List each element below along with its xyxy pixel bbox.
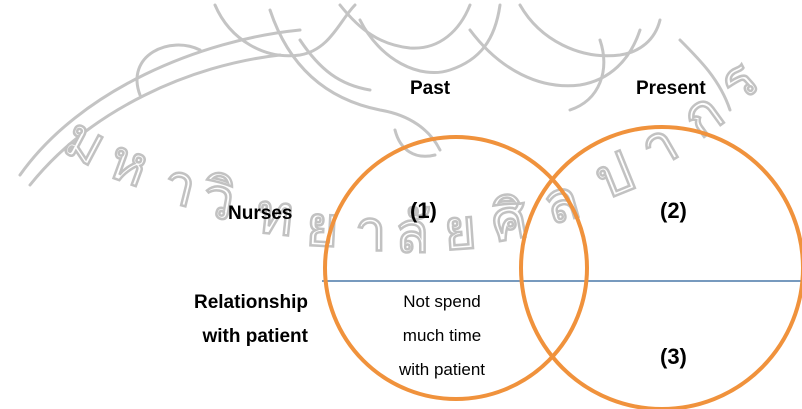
row-label-relationship-line2: with patient: [202, 326, 308, 347]
region-marker-3: (3): [660, 344, 687, 369]
svg-text:า: า: [630, 110, 690, 182]
svg-text:า: า: [157, 151, 203, 222]
svg-text:ป: ป: [586, 139, 643, 213]
region-marker-1: (1): [410, 198, 437, 223]
past-relationship-line3: with patient: [399, 360, 485, 379]
svg-text:ย: ย: [441, 197, 478, 264]
university-seal-watermark: [18, 3, 732, 187]
past-circle: [323, 135, 589, 401]
region-marker-2: (2): [660, 198, 687, 223]
row-label-relationship-line1: Relationship: [193, 292, 308, 313]
past-relationship-line1: Not spend: [403, 292, 481, 311]
column-header-present: Present: [636, 78, 706, 99]
svg-text:ลั: ลั: [395, 201, 429, 266]
present-circle: [519, 125, 802, 409]
past-relationship-line2: much time: [402, 326, 482, 345]
svg-text:ท: ท: [254, 181, 298, 250]
svg-text:ศิ: ศิ: [486, 186, 532, 256]
svg-text:ห: ห: [100, 127, 157, 201]
column-header-past: Past: [410, 78, 451, 99]
row-label-nurses: Nurses: [228, 203, 293, 224]
svg-text:า: า: [355, 199, 386, 264]
svg-text:ย: ย: [304, 194, 340, 261]
